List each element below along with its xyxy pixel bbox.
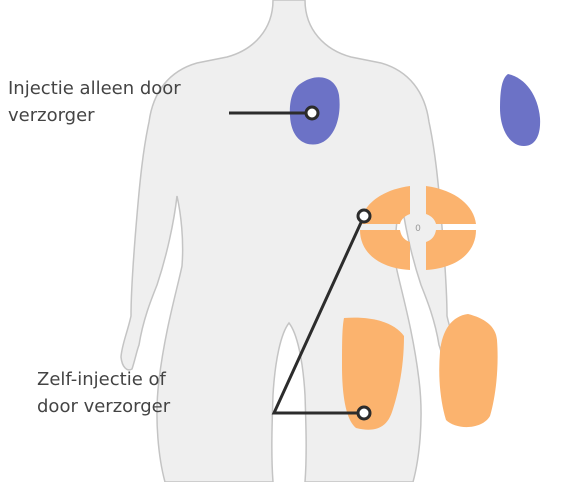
- label-caregiver-line2: verzorger: [8, 102, 181, 129]
- marker-thigh: [358, 407, 370, 419]
- label-self-line2: door verzorger: [37, 393, 170, 420]
- marker-abdomen: [358, 210, 370, 222]
- label-self-line1: Zelf-injectie of: [37, 366, 170, 393]
- navel-mark: 0: [415, 224, 421, 234]
- marker-upper-arm: [306, 107, 318, 119]
- zone-upper-arm-right: [500, 74, 540, 146]
- label-caregiver-line1: Injectie alleen door: [8, 75, 181, 102]
- zone-thigh-right: [439, 314, 497, 427]
- label-self-or-caregiver: Zelf-injectie of door verzorger: [37, 366, 170, 420]
- label-caregiver-only: Injectie alleen door verzorger: [8, 75, 181, 129]
- abdomen-quadrant-upper-right: [426, 186, 476, 224]
